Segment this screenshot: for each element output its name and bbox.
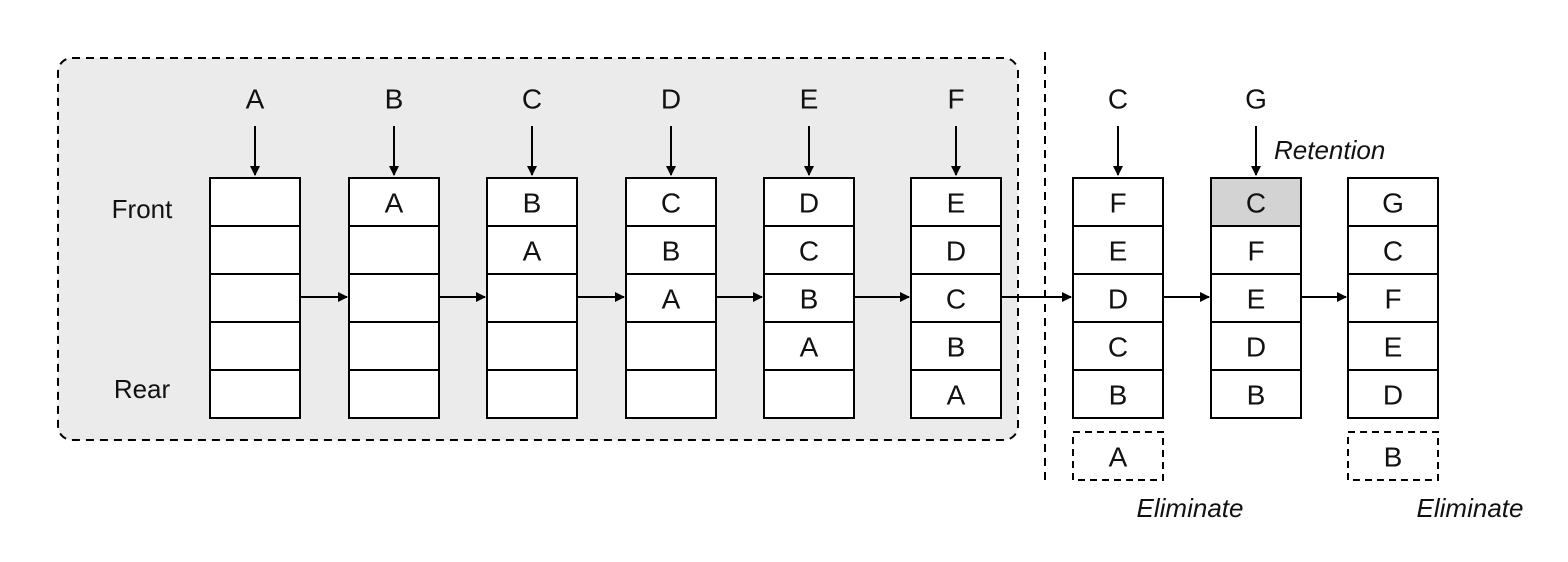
queue-cell <box>1072 177 1164 227</box>
queue-cell-text: B <box>523 188 542 219</box>
queue-cell <box>486 369 578 419</box>
queue-cell-text: E <box>947 188 966 219</box>
queue-cell <box>348 369 440 419</box>
queue-cell-text: A <box>947 380 966 411</box>
queue-cell-text: B <box>1109 380 1128 411</box>
queue-cell-text: E <box>1247 284 1266 315</box>
queue-cell <box>910 225 1002 275</box>
queue-cell <box>1210 177 1302 227</box>
queue-cell <box>348 273 440 323</box>
retention-label: Retention <box>1274 135 1385 165</box>
queue-cell <box>1072 273 1164 323</box>
eliminated-text: B <box>1384 442 1403 473</box>
queue-cell-text: E <box>1109 236 1128 267</box>
eliminated-box <box>1347 431 1439 481</box>
queue-cell-text: C <box>1246 188 1266 219</box>
queue-cell <box>1347 177 1439 227</box>
queue-cell <box>910 369 1002 419</box>
queue-cell <box>1072 225 1164 275</box>
queue-cell <box>625 225 717 275</box>
queue-cell <box>1210 225 1302 275</box>
queue-cell <box>209 177 301 227</box>
queue-cell <box>763 369 855 419</box>
eliminate-label: Eliminate <box>1137 493 1244 523</box>
input-letter: B <box>385 84 404 115</box>
queue-cell <box>348 321 440 371</box>
queue-cell-text: B <box>947 332 966 363</box>
queue-cell <box>209 369 301 419</box>
queue-cell <box>1347 321 1439 371</box>
queue-cell-text: F <box>1247 236 1264 267</box>
input-letter: C <box>1108 84 1128 115</box>
front-label: Front <box>112 194 173 224</box>
queue-cell-text: B <box>662 236 681 267</box>
queue-cell <box>763 225 855 275</box>
queue-cell-text: F <box>1384 284 1401 315</box>
queue-cell-text: F <box>1109 188 1126 219</box>
queue-cell-text: B <box>800 284 819 315</box>
queue-cell-text: A <box>523 236 542 267</box>
queue-cell-text: D <box>1246 332 1266 363</box>
queue-cell <box>486 273 578 323</box>
queue-cell <box>1210 273 1302 323</box>
queue-cell-text: C <box>799 236 819 267</box>
queue-cell <box>348 225 440 275</box>
input-letter: D <box>661 84 681 115</box>
queue-cell <box>209 321 301 371</box>
queue-cell <box>486 177 578 227</box>
input-letter: A <box>246 84 265 115</box>
queue-cell <box>486 321 578 371</box>
input-letter: C <box>522 84 542 115</box>
queue-cell <box>763 321 855 371</box>
eliminated-text: A <box>1109 442 1128 473</box>
queue-cell-text: B <box>1247 380 1266 411</box>
queue-cell-text: D <box>799 188 819 219</box>
queue-cell <box>348 177 440 227</box>
queue-cell-text: A <box>800 332 819 363</box>
queue-cell <box>209 225 301 275</box>
eliminated-box <box>1072 431 1164 481</box>
input-letter: F <box>947 84 964 115</box>
queue-cell-text: A <box>385 188 404 219</box>
queue-cell <box>625 177 717 227</box>
queue-cell-text: E <box>1384 332 1403 363</box>
rear-label: Rear <box>114 374 171 404</box>
queue-cell <box>1210 321 1302 371</box>
queue-cell <box>625 369 717 419</box>
queue-cell-text: G <box>1382 188 1404 219</box>
queue-cell <box>625 321 717 371</box>
queue-cell-text: D <box>1383 380 1403 411</box>
queue-cell <box>1210 369 1302 419</box>
queue-cell-text: C <box>661 188 681 219</box>
queue-cell-text: C <box>1108 332 1128 363</box>
input-letter: E <box>800 84 819 115</box>
eliminate-label: Eliminate <box>1417 493 1524 523</box>
queue-cell-text: C <box>1383 236 1403 267</box>
queue-cell <box>209 273 301 323</box>
queue-cell <box>1347 369 1439 419</box>
queue-cell-text: C <box>946 284 966 315</box>
queue-cell <box>1072 369 1164 419</box>
queue-cell <box>1347 225 1439 275</box>
queue-cell-text: D <box>1108 284 1128 315</box>
queue-cell-text: D <box>946 236 966 267</box>
queue-cell <box>910 321 1002 371</box>
queue-cell-text: A <box>662 284 681 315</box>
input-letter: G <box>1245 84 1267 115</box>
